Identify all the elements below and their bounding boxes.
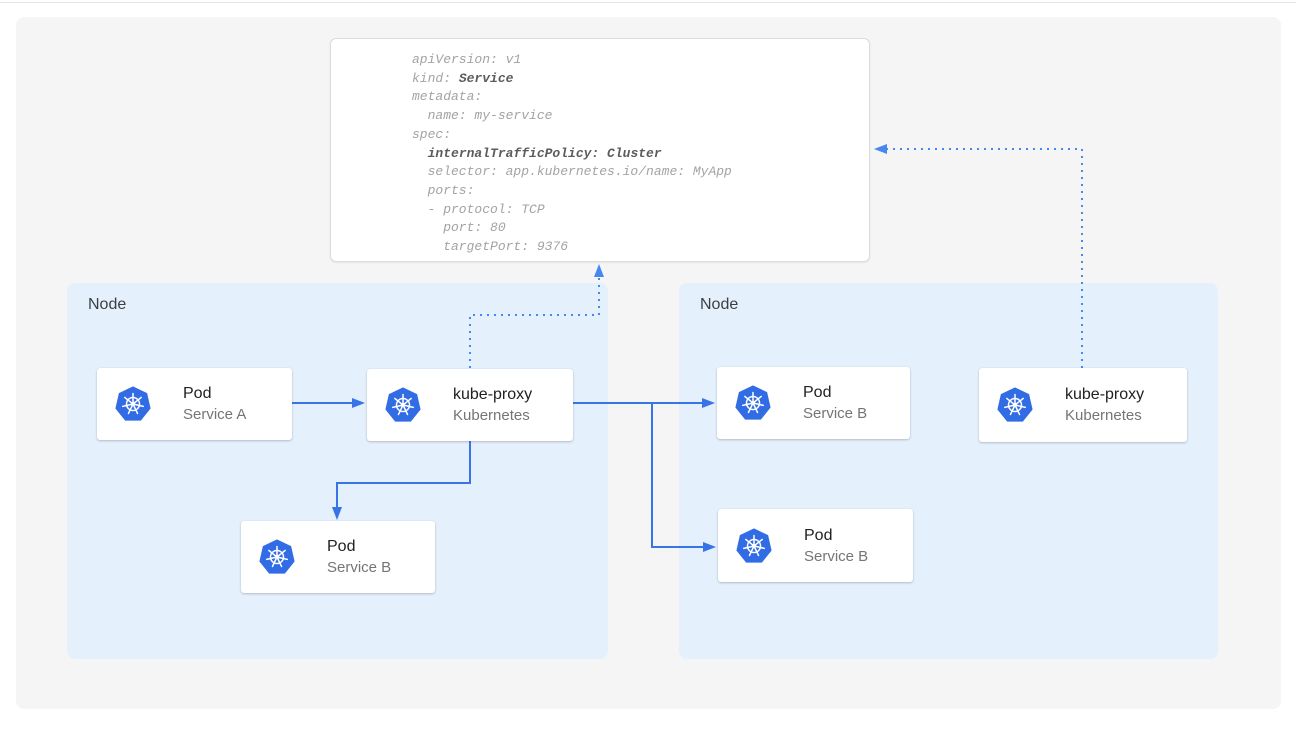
card-title: Pod: [804, 526, 833, 544]
kube-proxy-right-card: kube-proxy Kubernetes: [979, 368, 1187, 442]
node-left-container: Node: [67, 283, 608, 659]
kubernetes-logo-icon: [112, 383, 154, 425]
card-title: Pod: [183, 385, 212, 402]
pod-service-b-right-bottom-card: Pod Service B: [718, 509, 913, 582]
card-subtitle: Service B: [803, 405, 868, 422]
card-title: kube-proxy: [453, 386, 533, 403]
kubernetes-logo-icon: [732, 382, 774, 424]
card-title: kube-proxy: [1065, 386, 1145, 403]
kubernetes-logo-icon: [256, 536, 298, 578]
card-title: Pod: [327, 538, 356, 555]
top-divider-line: [0, 2, 1296, 3]
pod-service-b-right-top-card: Pod Service B: [717, 367, 910, 439]
kube-proxy-left-card: kube-proxy Kubernetes: [367, 369, 573, 441]
kubernetes-logo-icon: [382, 384, 424, 426]
card-title: Pod: [803, 384, 832, 401]
card-subtitle: Kubernetes: [453, 407, 530, 424]
card-subtitle: Kubernetes: [1065, 407, 1142, 424]
node-right-label: Node: [700, 296, 739, 313]
kubernetes-logo-icon: [994, 384, 1036, 426]
kubernetes-logo-icon: [733, 525, 775, 567]
card-subtitle: Service B: [804, 547, 869, 565]
pod-service-b-left-card: Pod Service B: [241, 521, 435, 593]
node-right-container: Node: [679, 283, 1218, 659]
card-subtitle: Service A: [183, 406, 247, 423]
card-subtitle: Service B: [327, 559, 392, 576]
node-left-label: Node: [88, 296, 127, 313]
pod-service-a-card: Pod Service A: [97, 368, 292, 440]
